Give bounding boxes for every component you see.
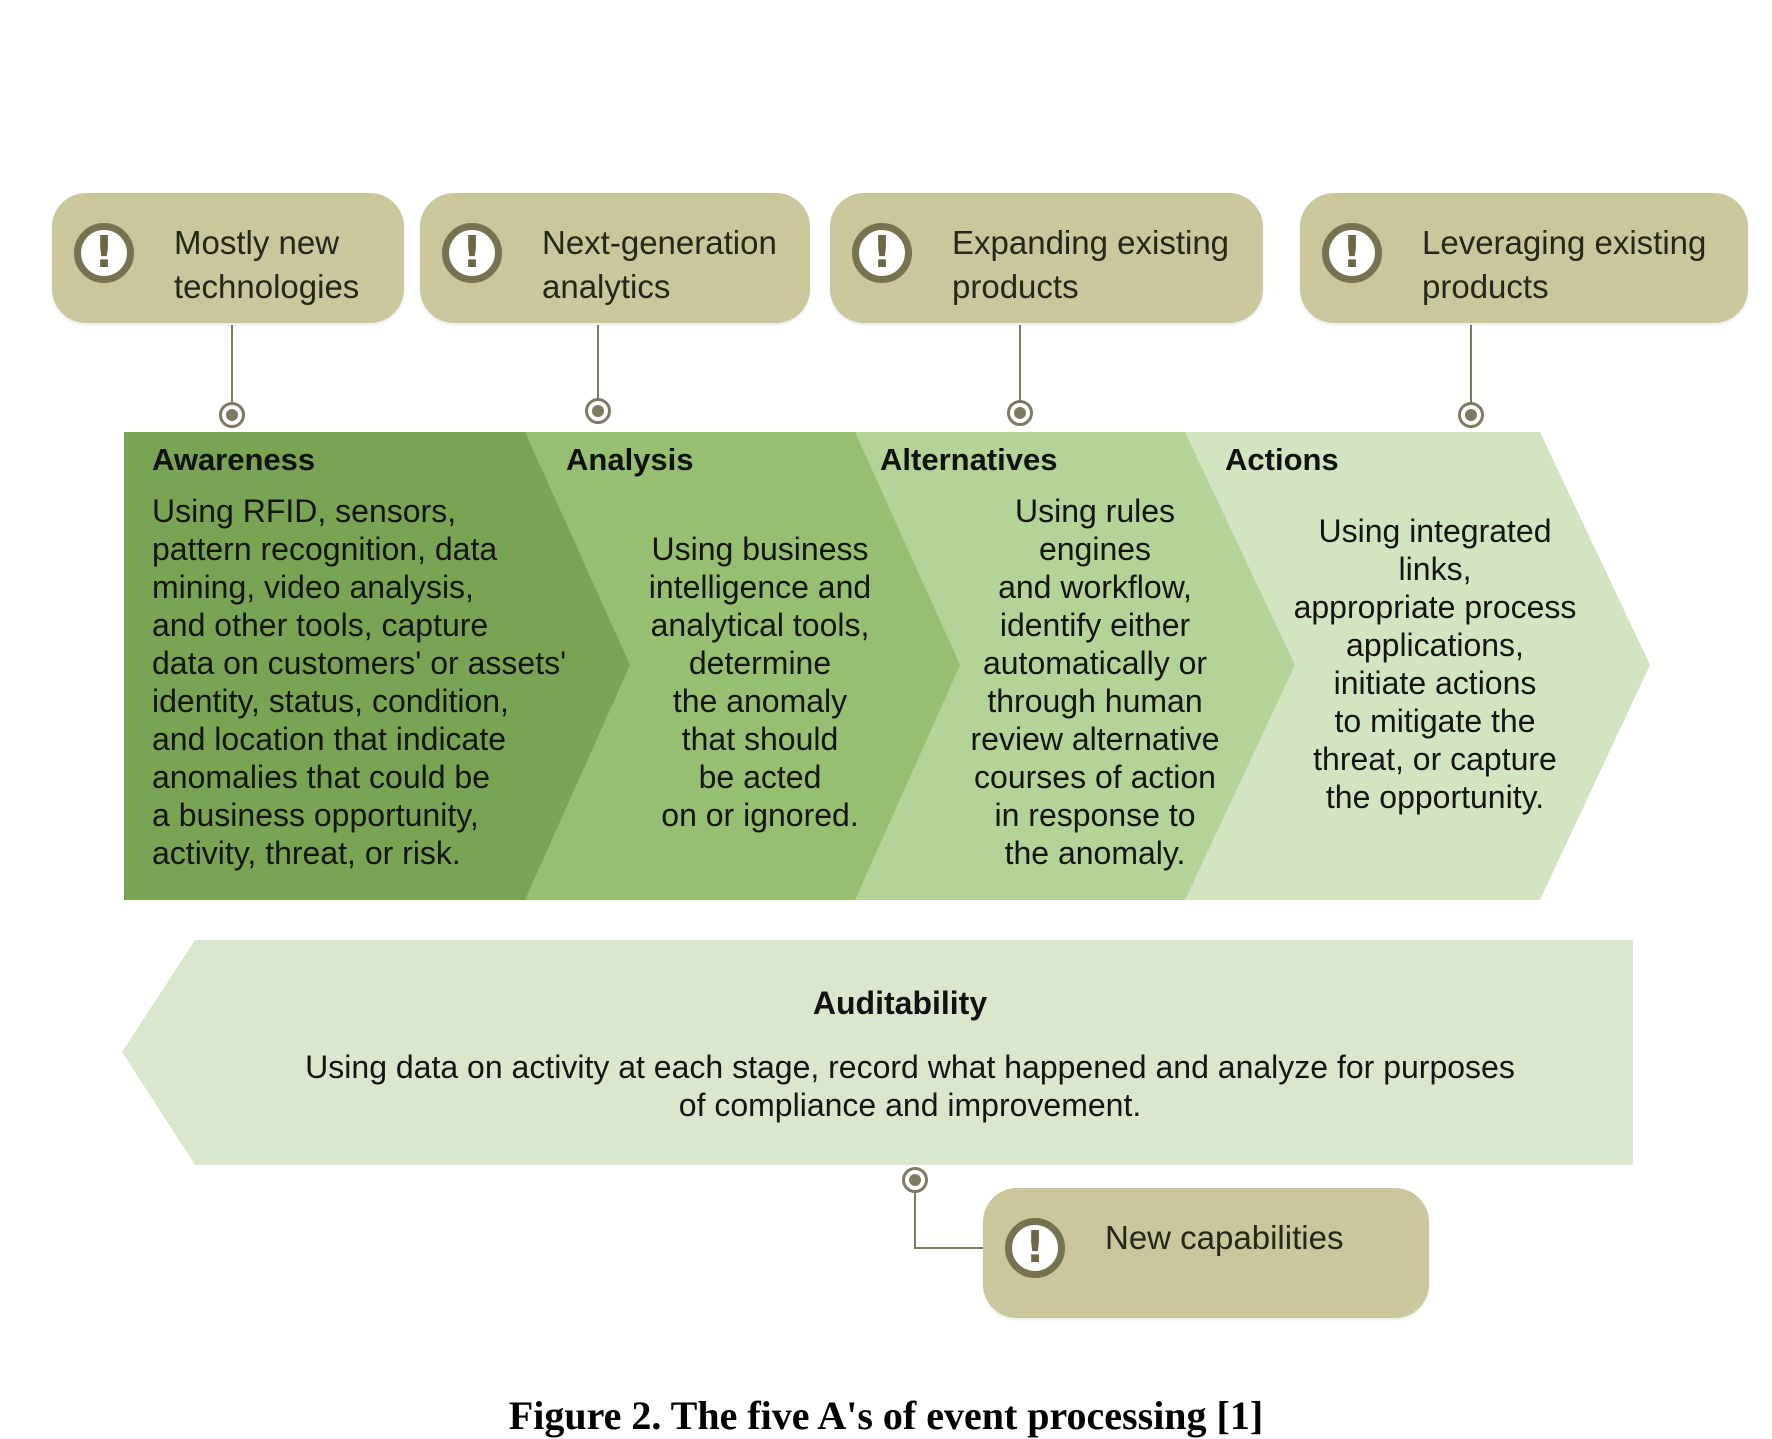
- auditability-body: Using data on activity at each stage, re…: [305, 1049, 1515, 1123]
- callout-label: Leveraging existing products: [1422, 224, 1707, 305]
- stage-title-alternatives: Alternatives: [880, 442, 1058, 477]
- callout-label: Expanding existing products: [952, 224, 1230, 305]
- callout-leveraging-existing-products: ! Leveraging existing products: [1300, 193, 1748, 323]
- stage-body-analysis: Using business intelligence and analytic…: [648, 531, 872, 833]
- process-arrows: [122, 432, 1650, 1165]
- connector-dot: [1007, 400, 1033, 426]
- awareness-arrow-band: [124, 432, 630, 900]
- connector-line: [231, 325, 233, 415]
- callout-label: New capabilities: [1105, 1219, 1344, 1256]
- figure-caption: Figure 2. The five A's of event processi…: [508, 1393, 1264, 1438]
- callout-new-capabilities: ! New capabilities: [983, 1188, 1429, 1318]
- stage-title-awareness: Awareness: [152, 442, 316, 477]
- connector-line: [914, 1247, 1004, 1249]
- auditability-title: Auditability: [812, 985, 988, 1021]
- callout-mostly-new-technologies: ! Mostly new technologies: [52, 193, 404, 323]
- callout-label: Mostly new technologies: [174, 224, 360, 305]
- stage-body-awareness: Using RFID, sensors, pattern recognition…: [152, 493, 567, 871]
- callout-expanding-existing-products: ! Expanding existing products: [830, 193, 1263, 323]
- exclamation-icon: !: [74, 223, 134, 283]
- stage-title-analysis: Analysis: [566, 442, 694, 477]
- exclamation-icon: !: [1005, 1218, 1065, 1278]
- exclamation-icon: !: [852, 223, 912, 283]
- alternatives-arrow-band: [847, 432, 1295, 900]
- connector-line: [1019, 325, 1021, 415]
- auditability-arrow-band: [122, 940, 1633, 1165]
- connector-dot: [219, 402, 245, 428]
- exclamation-icon: !: [442, 223, 502, 283]
- callout-label: Next-generation analytics: [542, 224, 777, 305]
- exclamation-icon: !: [1322, 223, 1382, 283]
- stage-title-actions: Actions: [1225, 442, 1339, 477]
- connector-line: [597, 325, 599, 415]
- analysis-arrow-band: [520, 432, 960, 900]
- connector-dot: [902, 1167, 928, 1193]
- stage-body-alternatives: Using rules engines and workflow, identi…: [970, 493, 1220, 871]
- callout-next-generation-analytics: ! Next-generation analytics: [420, 193, 810, 323]
- connector-line: [914, 1192, 916, 1248]
- connector-dot: [1458, 402, 1484, 428]
- actions-arrow-band: [1165, 432, 1650, 900]
- stage-body-actions: Using integrated links, appropriate proc…: [1293, 513, 1577, 815]
- connector-line: [1470, 325, 1472, 415]
- connector-dot: [585, 398, 611, 424]
